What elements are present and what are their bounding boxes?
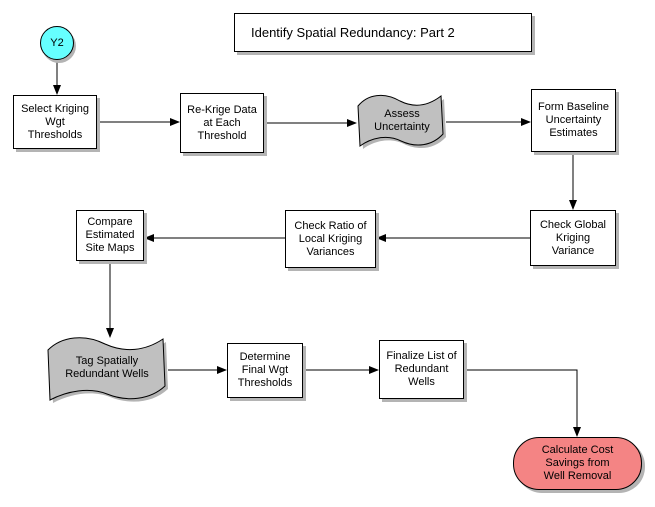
arrow-finalize-to-calculate — [463, 369, 581, 437]
start-label: Y2 — [50, 36, 64, 49]
wave-shape — [357, 94, 446, 149]
node-label: Tag Spatially Redundant Wells — [65, 355, 149, 380]
node-calculate-cost-savings: Calculate Cost Savings from Well Removal — [513, 437, 642, 490]
node-assess-uncertainty: Assess Uncertainty — [356, 92, 448, 152]
node-label: Form Baseline Uncertainty Estimates — [538, 101, 609, 139]
node-select-kriging-thresholds: Select Kriging Wgt Thresholds — [13, 95, 97, 149]
node-compare-site-maps: Compare Estimated Site Maps — [76, 210, 144, 261]
node-check-global-variance: Check Global Kriging Variance — [530, 210, 616, 266]
wave-shape — [47, 337, 168, 403]
node-label: Calculate Cost Savings from Well Removal — [541, 444, 614, 482]
node-label: Assess Uncertainty — [374, 108, 430, 133]
title-box: Identify Spatial Redundancy: Part 2 — [234, 13, 532, 52]
node-rekrige-data: Re-Krige Data at Each Threshold — [180, 93, 264, 153]
page-title: Identify Spatial Redundancy: Part 2 — [251, 25, 455, 40]
node-label: Determine Final Wgt Thresholds — [237, 351, 293, 389]
node-finalize-list: Finalize List of Redundant Wells — [379, 340, 464, 399]
start-node-y2: Y2 — [40, 26, 74, 60]
wave-outline — [47, 337, 166, 401]
node-label: Re-Krige Data at Each Threshold — [187, 103, 257, 142]
node-label: Compare Estimated Site Maps — [85, 216, 135, 254]
node-check-ratio-variances: Check Ratio of Local Kriging Variances — [285, 210, 376, 268]
node-label: Check Ratio of Local Kriging Variances — [294, 219, 367, 258]
node-label: Select Kriging Wgt Thresholds — [21, 102, 89, 141]
node-label: Check Global Kriging Variance — [539, 218, 607, 257]
node-label: Finalize List of Redundant Wells — [386, 350, 457, 388]
wave-outline — [357, 94, 444, 147]
node-tag-redundant-wells: Tag Spatially Redundant Wells — [45, 334, 169, 404]
node-determine-thresholds: Determine Final Wgt Thresholds — [227, 343, 303, 398]
node-form-baseline-estimates: Form Baseline Uncertainty Estimates — [531, 89, 616, 152]
